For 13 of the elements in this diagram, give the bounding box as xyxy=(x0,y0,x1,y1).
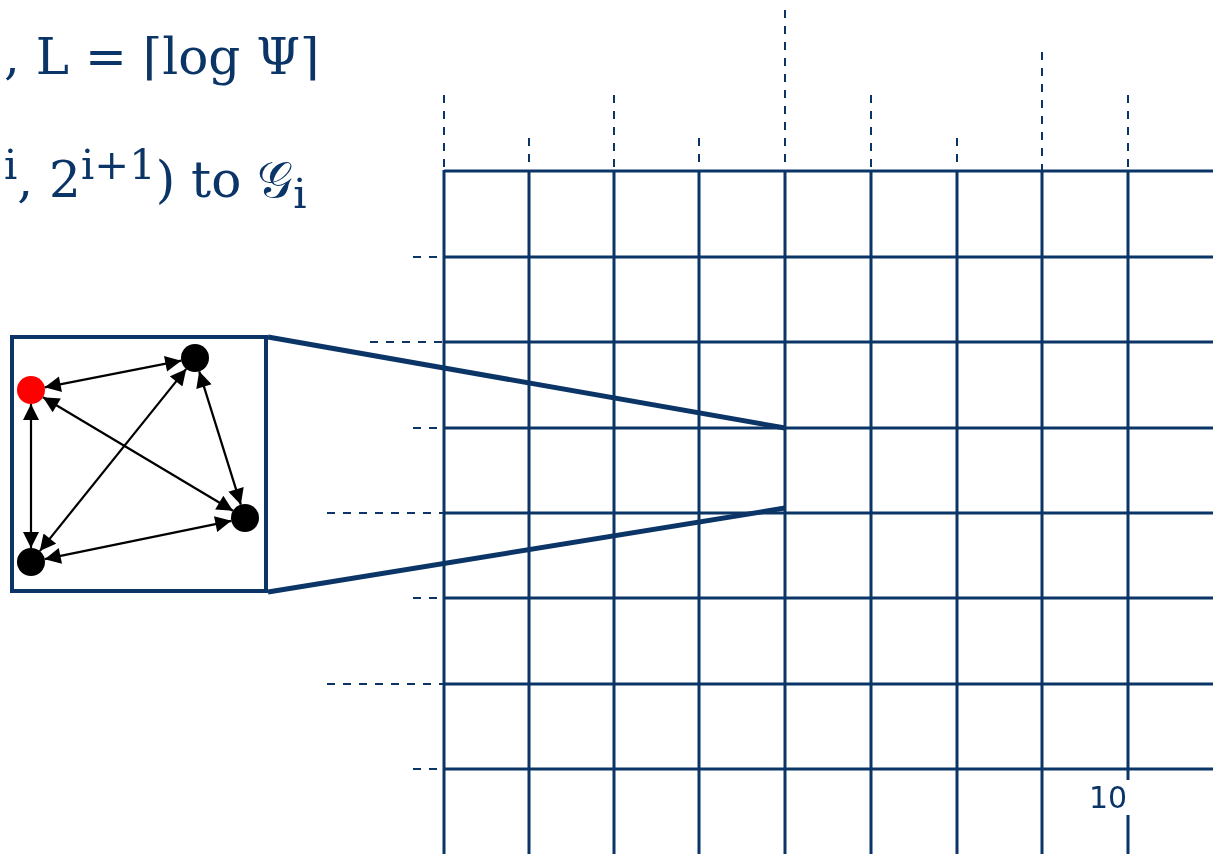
graph-vertex xyxy=(17,548,45,576)
arrow xyxy=(23,404,39,548)
graph-vertex xyxy=(17,376,45,404)
arrow xyxy=(44,516,232,564)
arrow xyxy=(196,371,244,505)
arrow xyxy=(42,396,234,512)
formula-text: , L = ⌈log Ψ⌉ xyxy=(4,28,320,86)
arrow xyxy=(44,355,182,393)
formula-text: $^{i}$, 2$^{i+1}$) to 𝒢$_{i}$ xyxy=(4,140,307,218)
arrow xyxy=(38,368,188,552)
graph-vertex xyxy=(181,344,209,372)
graph-vertex xyxy=(231,504,259,532)
inset-frame xyxy=(10,335,268,593)
